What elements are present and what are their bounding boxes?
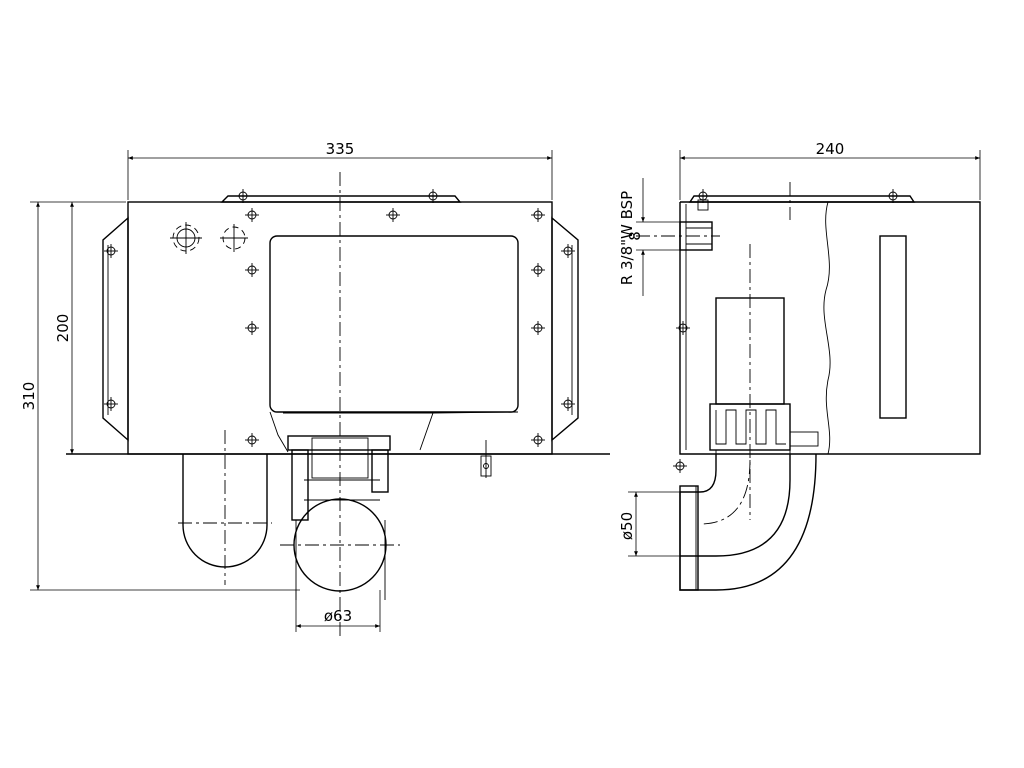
side-window-slot xyxy=(879,235,907,419)
funnel-outline xyxy=(269,411,519,453)
drain-plug xyxy=(480,440,492,478)
depth-dimension: 240 xyxy=(816,140,845,158)
inlet-ports xyxy=(170,222,248,254)
front-view: 335 310 200 ø63 xyxy=(20,140,610,640)
pump-strainer xyxy=(709,403,819,451)
width-dimension: 335 xyxy=(326,140,355,158)
break-line xyxy=(823,201,831,455)
side-top-plate xyxy=(688,195,916,203)
outlet-diameter-dimension: ø63 xyxy=(324,607,352,625)
side-outlet-dimension: ø50 xyxy=(618,512,636,540)
body-height-dimension: 200 xyxy=(54,314,72,343)
bolt-icons xyxy=(103,188,576,448)
thread-spec-label: R 3/8"W BSP xyxy=(618,191,636,285)
thread-size-dimension: 8 xyxy=(626,231,644,241)
total-height-dimension: 310 xyxy=(20,382,38,411)
side-view: 240 8 R 3/8"W BSP ø50 xyxy=(618,140,981,591)
threaded-connector xyxy=(636,221,720,251)
elbow-pipe xyxy=(679,453,817,591)
left-bracket xyxy=(102,216,129,442)
right-bracket xyxy=(551,216,579,442)
outlet-coupling xyxy=(287,435,391,521)
inspection-window xyxy=(269,235,519,413)
top-plate xyxy=(220,195,462,203)
side-box-outline xyxy=(679,201,981,455)
